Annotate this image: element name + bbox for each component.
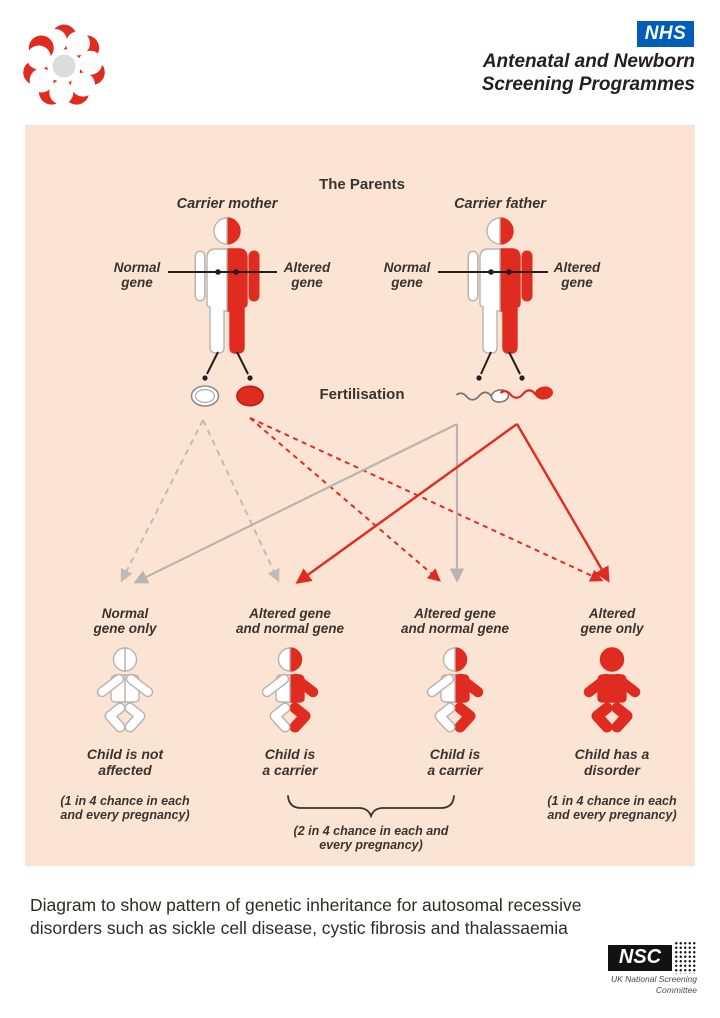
child3-gene-label: Altered gene and normal gene <box>400 606 510 637</box>
diagram-panel <box>25 125 695 866</box>
father-normal-gene-label: Normal gene <box>383 260 431 291</box>
diagram-caption: Diagram to show pattern of genetic inher… <box>30 895 582 939</box>
gene-pointer-mother <box>168 269 277 275</box>
nsc-committee-name: UK National Screening Committee <box>500 974 697 995</box>
child3-status-label: Child is a carrier <box>427 746 483 778</box>
child1-gene-label: Normal gene only <box>93 606 157 637</box>
child2-gene-label: Altered gene and normal gene <box>235 606 345 637</box>
carrier-father-label: Carrier father <box>454 196 546 212</box>
father-altered-gene-label: Altered gene <box>553 260 601 291</box>
sperm-altered-icon <box>499 386 553 400</box>
parents-title: The Parents <box>319 176 405 193</box>
baby-not-affected-icon <box>102 648 148 727</box>
baby-disorder-icon <box>589 648 635 727</box>
sperm-normal-icon <box>455 389 510 403</box>
father-figure-icon <box>473 218 527 353</box>
child1-status-label: Child is not affected <box>86 746 164 778</box>
nsc-logo: NSC <box>608 945 672 971</box>
nhs-spiral-logo <box>23 24 105 105</box>
egg-altered-icon <box>236 385 264 407</box>
child4-gene-label: Altered gene only <box>580 606 644 637</box>
programme-title-line1: Antenatal and Newborn <box>482 51 695 72</box>
gene-pointer-father <box>438 269 548 275</box>
fertilisation-label: Fertilisation <box>319 386 405 403</box>
carriers-chance-label: (2 in 4 chance in each and every pregnan… <box>293 824 449 853</box>
baby-carrier-icon <box>267 648 313 727</box>
nsc-name-line1: UK National Screening <box>611 974 697 984</box>
child4-chance-label: (1 in 4 chance in each and every pregnan… <box>547 794 677 823</box>
child1-chance-label: (1 in 4 chance in each and every pregnan… <box>60 794 190 823</box>
gamete-arrows <box>202 351 525 381</box>
mother-figure-icon <box>200 218 254 353</box>
inheritance-arrows <box>120 417 610 584</box>
child4-status-label: Child has a disorder <box>574 746 650 778</box>
nsc-name-line2: Committee <box>655 984 697 995</box>
nsc-halftone-icon <box>674 941 697 974</box>
mother-altered-gene-label: Altered gene <box>283 260 331 291</box>
brace-icon <box>287 795 455 819</box>
carrier-mother-label: Carrier mother <box>176 196 278 212</box>
baby-carrier-icon <box>432 648 478 727</box>
mother-normal-gene-label: Normal gene <box>113 260 161 291</box>
nhs-logo: NHS <box>637 21 694 47</box>
child2-status-label: Child is a carrier <box>262 746 318 778</box>
egg-normal-icon <box>190 385 220 407</box>
programme-title-line2: Screening Programmes <box>481 74 695 95</box>
